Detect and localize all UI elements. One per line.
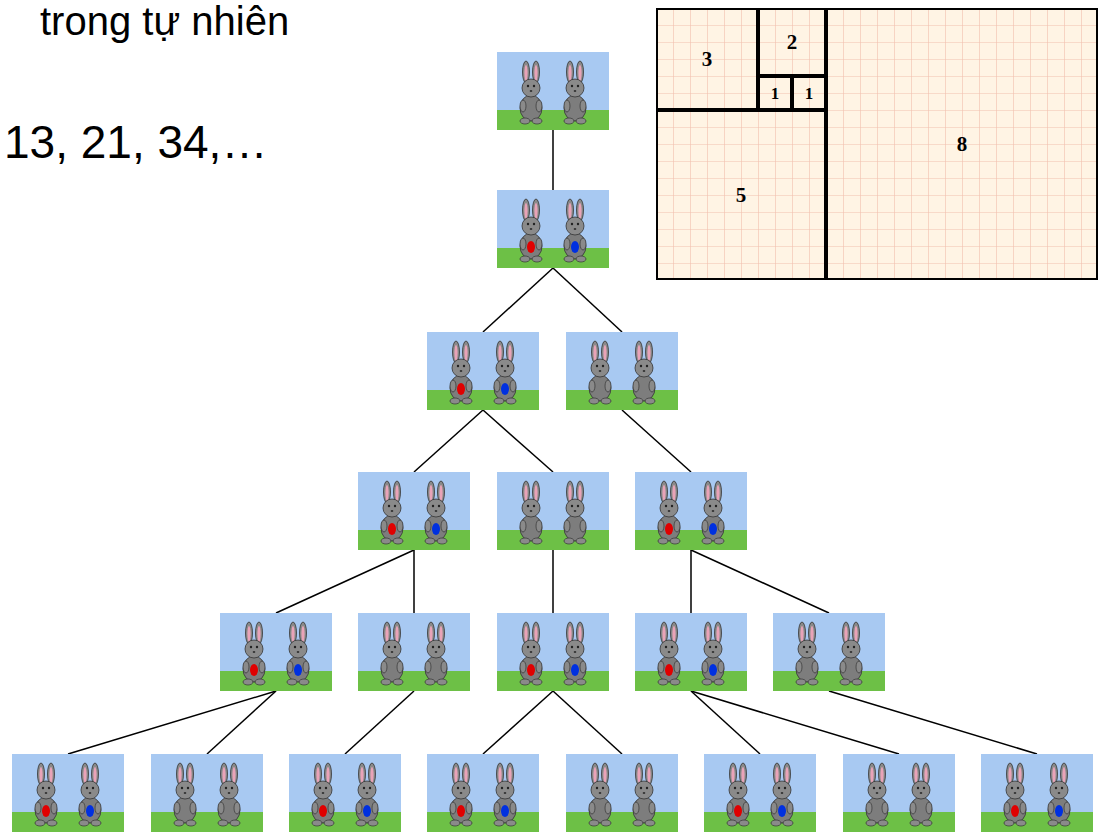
square-number: 2 bbox=[787, 32, 798, 53]
fibonacci-square: 2 bbox=[758, 8, 826, 76]
square-number: 1 bbox=[805, 85, 814, 102]
fibonacci-square: 3 bbox=[656, 8, 758, 110]
heading-text: trong tự nhiên bbox=[40, 0, 289, 44]
fibonacci-square: 8 bbox=[826, 8, 1098, 280]
square-number: 5 bbox=[736, 185, 747, 206]
square-number: 8 bbox=[957, 134, 968, 155]
square-number: 3 bbox=[702, 49, 713, 70]
fibonacci-grid bbox=[656, 8, 1098, 280]
fibonacci-square: 1 bbox=[792, 76, 826, 110]
square-number: 1 bbox=[771, 85, 780, 102]
heading-text: 13, 21, 34,… bbox=[4, 116, 267, 169]
fibonacci-square: 1 bbox=[758, 76, 792, 110]
fibonacci-square: 5 bbox=[656, 110, 826, 280]
